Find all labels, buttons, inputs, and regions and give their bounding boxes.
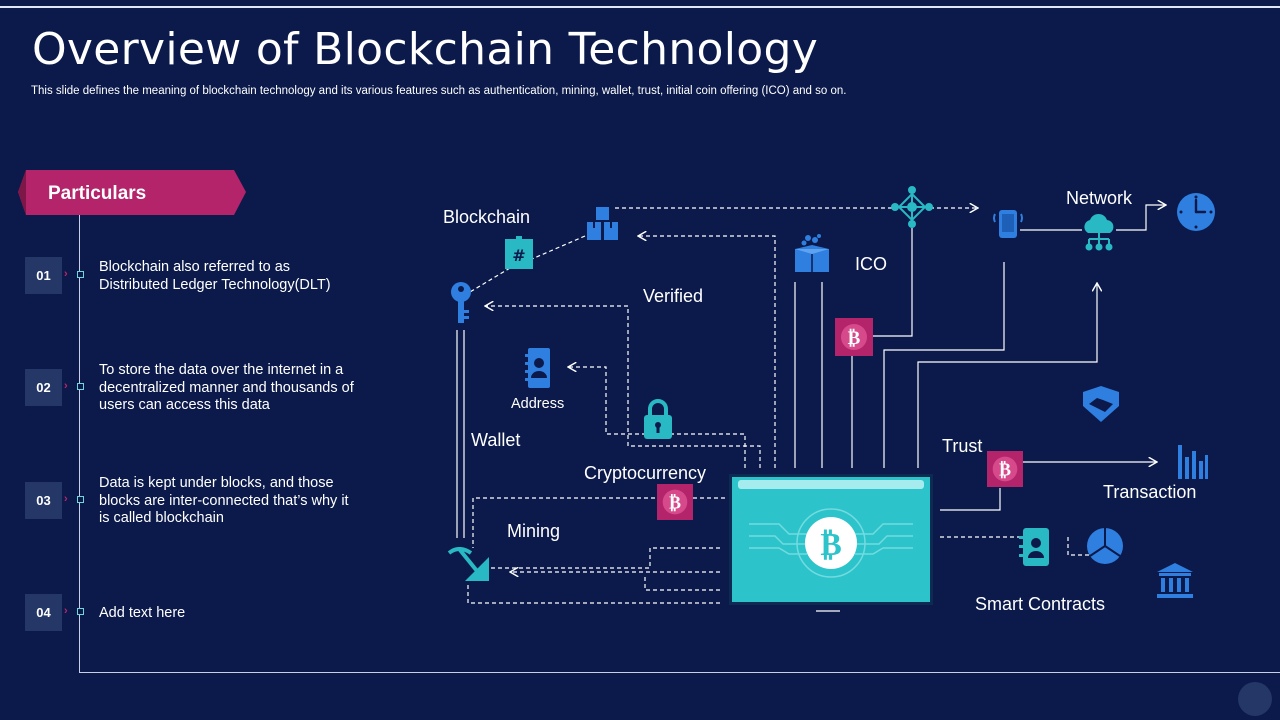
svg-text:₿: ₿ [848,327,861,349]
label-network: Network [1066,188,1133,208]
item-number-03: 03 [25,482,62,519]
label-cryptocurrency: Cryptocurrency [584,463,707,483]
frame-horizontal-line [79,672,1280,673]
bitcoin-laptop-icon: ₿ [729,474,933,605]
particulars-banner [18,170,246,215]
handshake-icon [1083,386,1119,422]
contact-card-icon [1019,528,1049,566]
smartphone-icon [993,210,1023,238]
bar-chart-icon [1178,445,1208,479]
timeline-dot [77,271,84,278]
bank-icon [1157,563,1193,598]
svg-text:#: # [512,246,525,265]
corner-circle [1238,682,1272,716]
pickaxe-icon [447,547,489,581]
bitcoin-icon: ₿ [987,451,1023,487]
frame-vertical-line [79,215,80,673]
chevron-right-icon: › [64,380,68,392]
item-number-04: 04 [25,594,62,631]
svg-text:₿: ₿ [999,460,1011,481]
particulars-heading: Particulars [48,183,147,204]
item-text-02: To store the data over the internet in a… [99,362,354,413]
label-ico: ICO [855,254,888,274]
bitcoin-icon: ₿ [657,484,693,520]
svg-text:₿: ₿ [820,525,841,563]
timeline-dot [77,496,84,503]
bitcoin-icon: ₿ [835,318,873,356]
item-text-04: Add text here [99,605,186,621]
chevron-right-icon: › [64,605,68,617]
key-icon [451,282,471,323]
boxes-icon [587,207,618,240]
top-rule [0,6,1280,8]
item-text-01: Blockchain also referred to as Distribut… [99,259,331,293]
label-mining: Mining [507,521,561,541]
timeline-dot [77,383,84,390]
label-verified: Verified [643,286,704,306]
cloud-network-icon [1084,213,1114,251]
item-number-02: 02 [25,369,62,406]
page-subtitle: This slide defines the meaning of blockc… [31,85,847,97]
label-smart-contracts: Smart Contracts [975,594,1106,614]
svg-text:₿: ₿ [669,493,681,514]
label-transaction: Transaction [1103,482,1197,502]
item-number-01: 01 [25,257,62,294]
contact-book-icon [525,348,550,388]
label-address: Address [511,396,565,412]
page-title: Overview of Blockchain Technology [32,24,819,75]
padlock-icon [644,399,672,439]
item-text-03: Data is kept under blocks, and those blo… [99,475,349,526]
coin-box-icon [795,234,829,272]
hash-block-icon: # [505,236,533,269]
chevron-right-icon: › [64,493,68,505]
chevron-right-icon: › [64,268,68,280]
pie-chart-icon [1087,528,1123,564]
label-blockchain: Blockchain [443,207,531,227]
network-node-icon [891,186,933,228]
clock-icon [1177,193,1215,231]
timeline-dot [77,608,84,615]
label-trust: Trust [942,436,983,456]
label-wallet: Wallet [471,430,521,450]
